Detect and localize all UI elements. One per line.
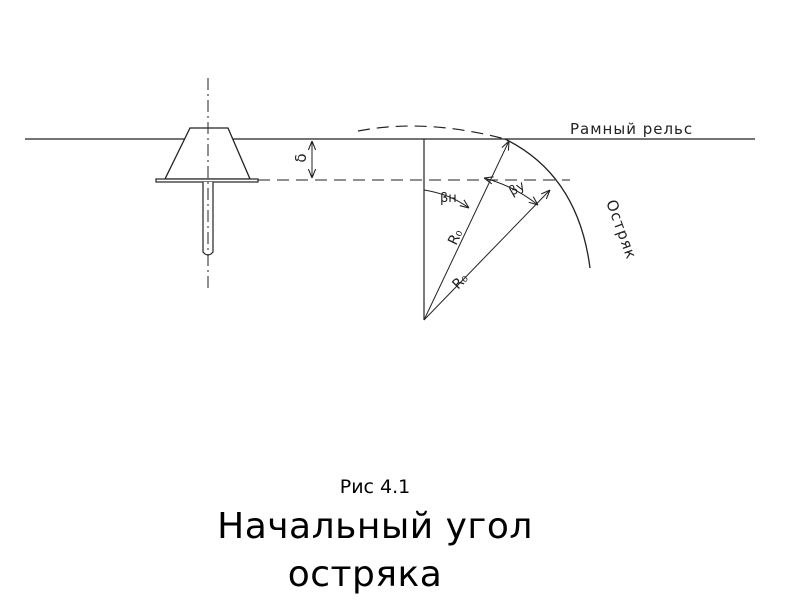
beta-y-label: βу [507,178,529,199]
radius-line-2 [423,190,550,321]
blade-arc-dashed [357,125,506,140]
radius-line-1 [423,141,509,321]
slide-title-line-1: Начальный угол [217,506,533,547]
figure-number: Рис 4.1 [339,476,411,498]
slide-title-line-2: остряка [287,554,443,595]
angle-beta-n-arc [423,189,469,208]
rail-cross-section [155,78,259,288]
radius-label-1: R₀ [445,227,466,248]
blade-arc-solid [504,138,591,269]
angle-beta-y-arc [484,178,538,205]
delta-dimension: δ [292,141,312,178]
switch-blade-label: Остряк [602,197,640,262]
frame-rail-label: Рамный рельс [570,120,693,138]
delta-label: δ [292,153,310,162]
beta-n-label: βн [440,191,457,206]
